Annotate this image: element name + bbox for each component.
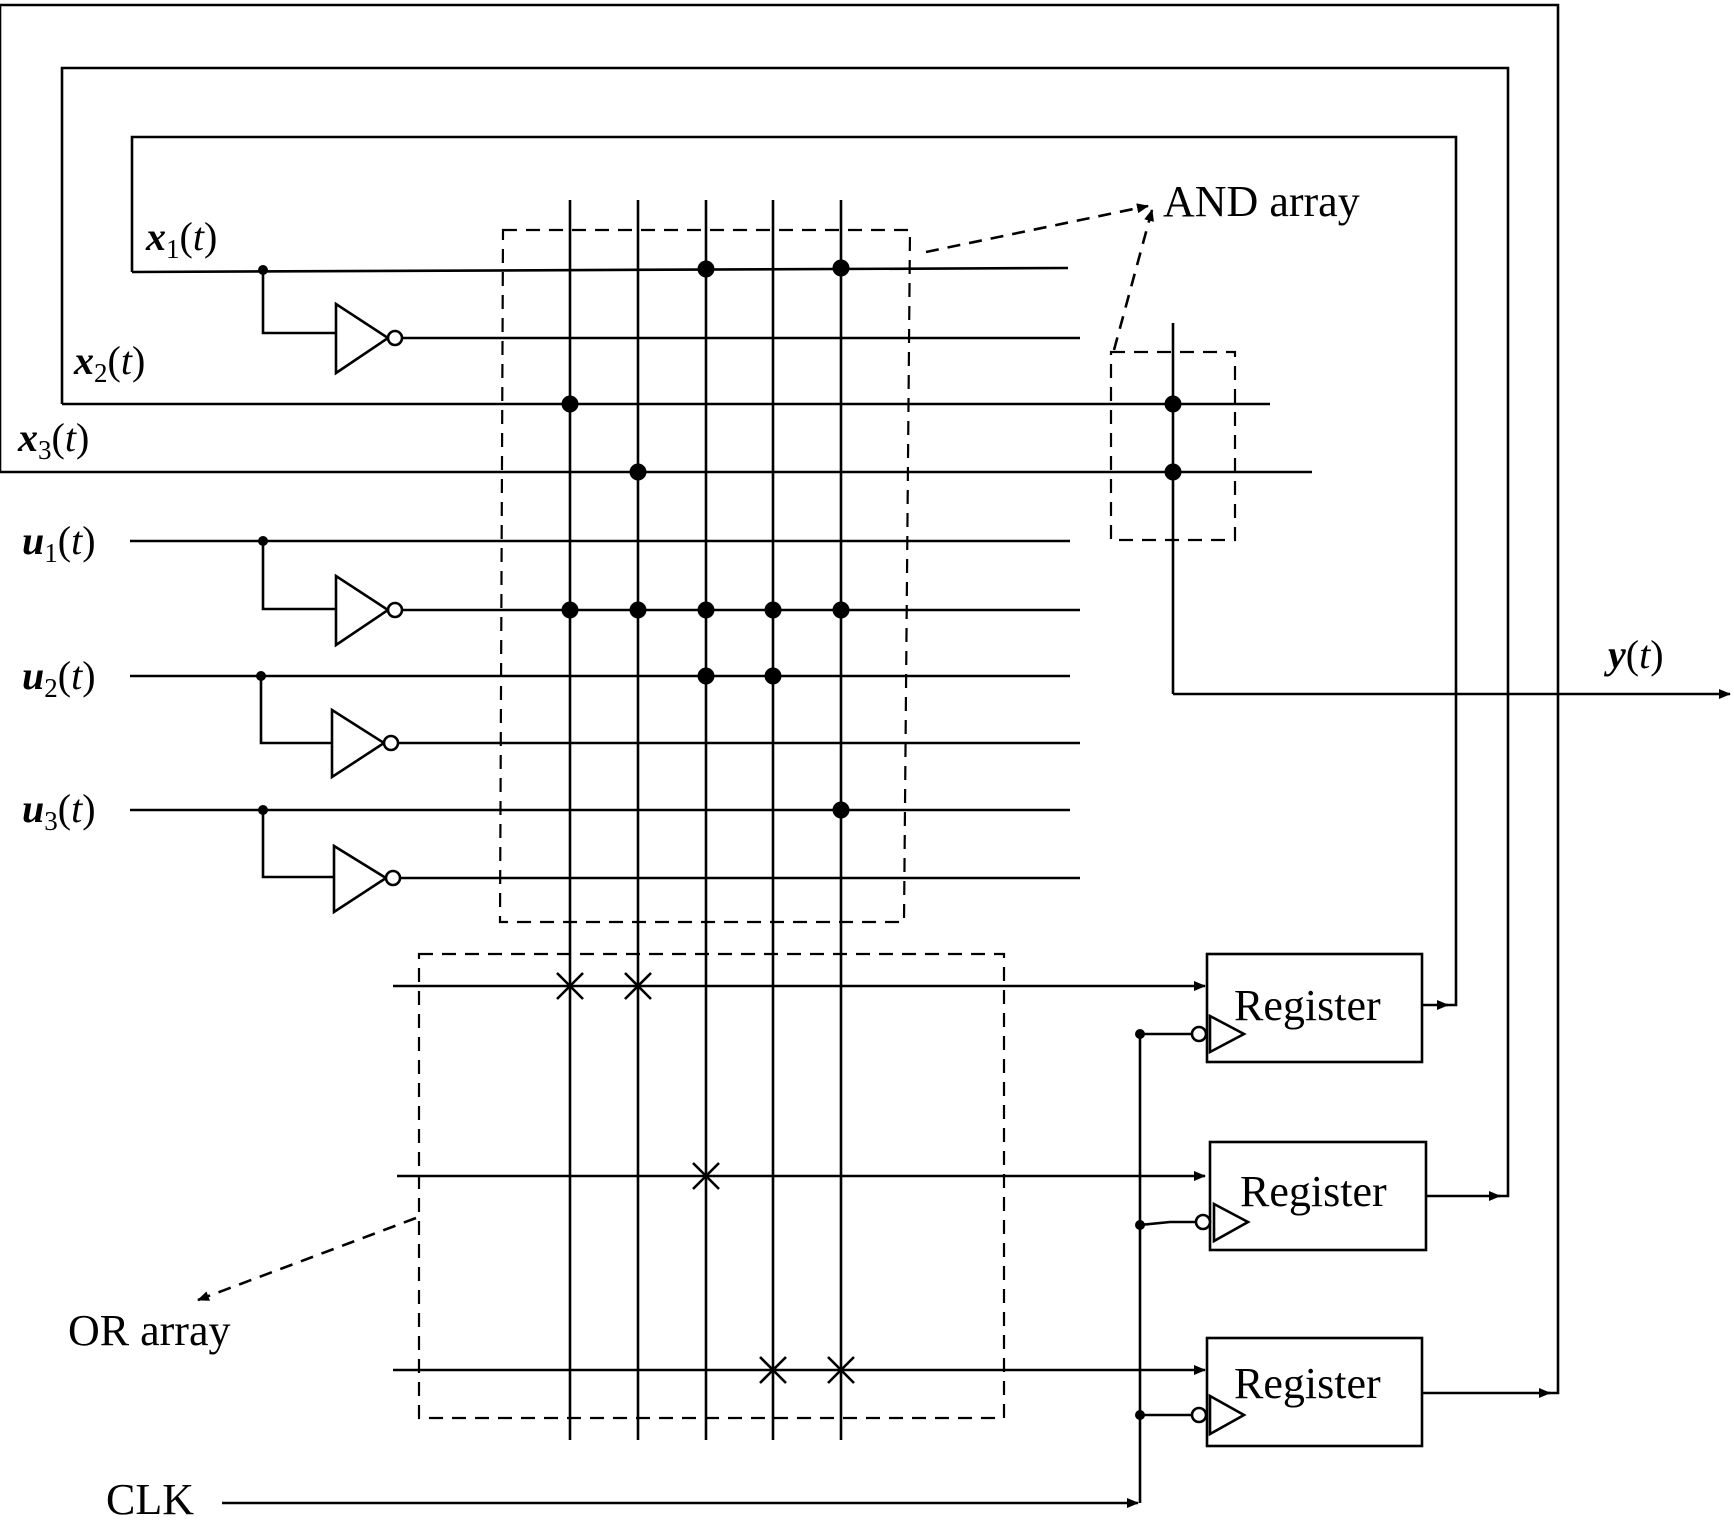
feedback-loop-x3 <box>0 3 1560 1395</box>
label-x2: x2(t) <box>73 338 145 388</box>
register-3-label: Register <box>1234 1359 1381 1408</box>
and-array-pointer-2 <box>1112 209 1154 351</box>
label-y: y(t) <box>1604 632 1664 677</box>
register-2 <box>1194 1140 1501 1252</box>
label-u1: u1(t) <box>22 518 96 568</box>
connection-dots <box>256 259 1182 1420</box>
feedback-loop-x1 <box>130 135 1458 1007</box>
inverter-u1 <box>261 541 1080 648</box>
or-array-label: OR array <box>68 1306 231 1355</box>
clock-line <box>222 1032 1196 1508</box>
or-array-crosses <box>556 972 855 1384</box>
and-array-label: AND array <box>1163 177 1360 226</box>
label-x1: x1(t) <box>145 214 217 264</box>
or-array-box <box>417 952 1006 1420</box>
feedback-loop-x2 <box>60 66 1510 1198</box>
and-array-pointer <box>925 203 1149 254</box>
label-u2: u2(t) <box>22 653 96 703</box>
or-array-pointer <box>197 1216 417 1302</box>
register-1-label: Register <box>1234 981 1381 1030</box>
inverter-u3 <box>261 810 1080 915</box>
label-x3: x3(t) <box>17 415 89 465</box>
inverter-u2 <box>259 676 1080 780</box>
clk-label: CLK <box>106 1475 194 1524</box>
register-3 <box>1190 1336 1551 1448</box>
output-term <box>1171 323 1731 699</box>
product-term-lines <box>568 200 843 1440</box>
and-array-box <box>498 228 912 924</box>
and-array-box-small <box>1109 350 1237 542</box>
or-output-lines <box>393 981 1206 1375</box>
label-u3: u3(t) <box>22 786 96 836</box>
register-1 <box>1190 952 1449 1064</box>
register-2-label: Register <box>1240 1167 1387 1216</box>
inverter-x1 <box>261 270 1080 376</box>
